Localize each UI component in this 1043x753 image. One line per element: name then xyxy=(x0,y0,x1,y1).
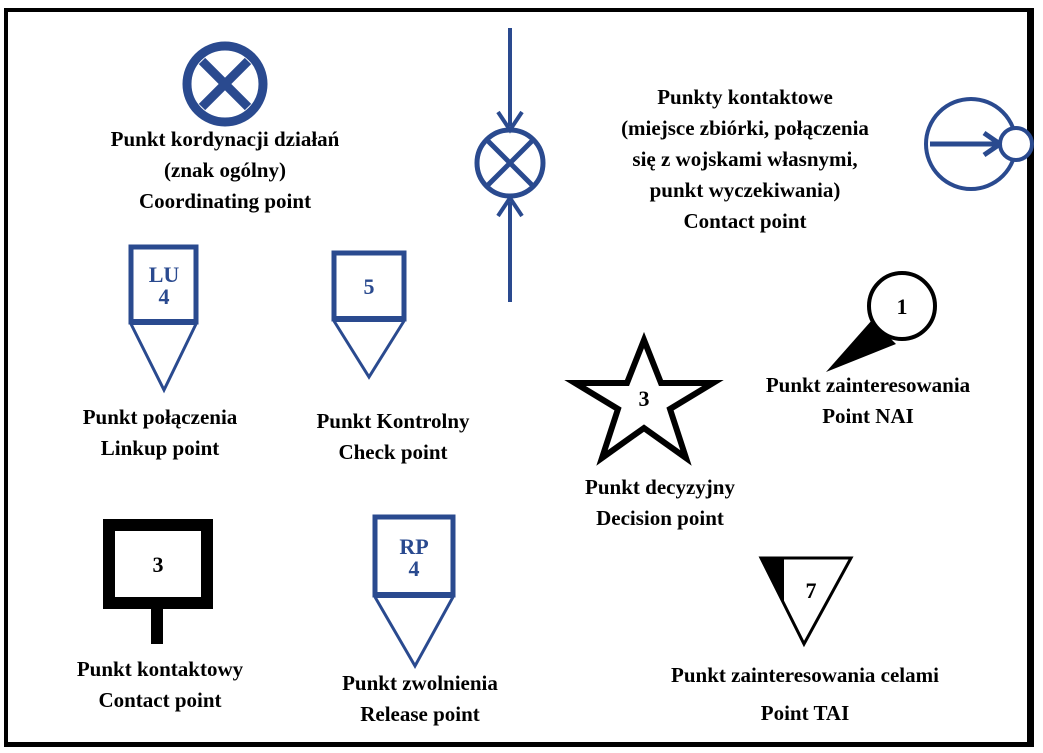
release-point-caption: Punkt zwolnienia Release point xyxy=(290,668,550,730)
decision-point-caption: Punkt decyzyjny Decision point xyxy=(530,472,790,534)
tai-point-line-2: Point TAI xyxy=(760,701,850,725)
contact-point-post-caption: Punkt kontaktowy Contact point xyxy=(30,654,290,716)
contact-point-post-number: 3 xyxy=(153,552,164,577)
release-point-code: RP xyxy=(399,534,428,559)
check-point-symbol: 5 xyxy=(331,250,407,380)
contact-point-post-line-2: Contact point xyxy=(98,688,222,712)
nai-point-symbol: 1 xyxy=(826,271,937,372)
contact-points-line-4: punkt wyczekiwania) xyxy=(649,178,841,202)
coordinating-point-caption: Punkt kordynacji działań (znak ogólny) C… xyxy=(60,124,390,217)
diagram-frame xyxy=(4,8,1034,747)
tai-point-caption: Punkt zainteresowania celami Point TAI xyxy=(610,656,1000,732)
coordinating-point-line-2: (znak ogólny) xyxy=(164,158,286,182)
linkup-point-code: LU xyxy=(149,262,180,287)
check-point-line-1: Punkt Kontrolny xyxy=(316,409,470,433)
release-point-symbol: RP 4 xyxy=(372,514,456,670)
linkup-point-line-1: Punkt połączenia xyxy=(82,405,238,429)
release-point-line-2: Release point xyxy=(360,702,480,726)
nai-point-line-2: Point NAI xyxy=(822,404,914,428)
linkup-point-number: 4 xyxy=(159,284,170,309)
nai-point-number: 1 xyxy=(897,294,908,319)
tai-point-number: 7 xyxy=(806,578,817,603)
tai-point-line-1: Punkt zainteresowania celami xyxy=(671,663,939,687)
coordination-point-with-arrows-symbol xyxy=(474,28,546,302)
coordinating-point-line-1: Punkt kordynacji działań xyxy=(110,127,340,151)
check-point-line-2: Check point xyxy=(338,440,448,464)
nai-point-caption: Punkt zainteresowania Point NAI xyxy=(718,370,1018,432)
tai-point-symbol: 7 xyxy=(758,556,854,648)
release-point-line-1: Punkt zwolnienia xyxy=(342,671,498,695)
contact-point-post-line-1: Punkt kontaktowy xyxy=(76,657,244,681)
decision-point-line-1: Punkt decyzyjny xyxy=(585,475,735,499)
coordinating-point-line-3: Coordinating point xyxy=(138,189,312,213)
linkup-point-caption: Punkt połączenia Linkup point xyxy=(40,402,280,464)
release-point-number: 4 xyxy=(409,556,420,581)
decision-point-symbol: 3 xyxy=(564,331,724,466)
linkup-point-line-2: Linkup point xyxy=(100,436,220,460)
contact-point-post-symbol: 3 xyxy=(103,519,213,644)
contact-points-caption: Punkty kontaktowe (miejsce zbiórki, połą… xyxy=(560,82,930,237)
check-point-number: 5 xyxy=(364,274,375,299)
contact-points-line-5: Contact point xyxy=(683,209,807,233)
decision-point-number: 3 xyxy=(639,386,650,411)
contact-points-line-2: (miejsce zbiórki, połączenia xyxy=(621,116,869,140)
linkup-point-symbol: LU 4 xyxy=(128,244,199,394)
contact-points-symbol xyxy=(924,97,1034,191)
coordinating-point-symbol xyxy=(182,41,268,127)
contact-points-line-1: Punkty kontaktowe xyxy=(657,85,833,109)
nai-point-line-1: Punkt zainteresowania xyxy=(765,373,971,397)
contact-points-line-3: się z wojskami własnymi, xyxy=(632,147,858,171)
check-point-caption: Punkt Kontrolny Check point xyxy=(268,406,518,468)
decision-point-line-2: Decision point xyxy=(596,506,724,530)
